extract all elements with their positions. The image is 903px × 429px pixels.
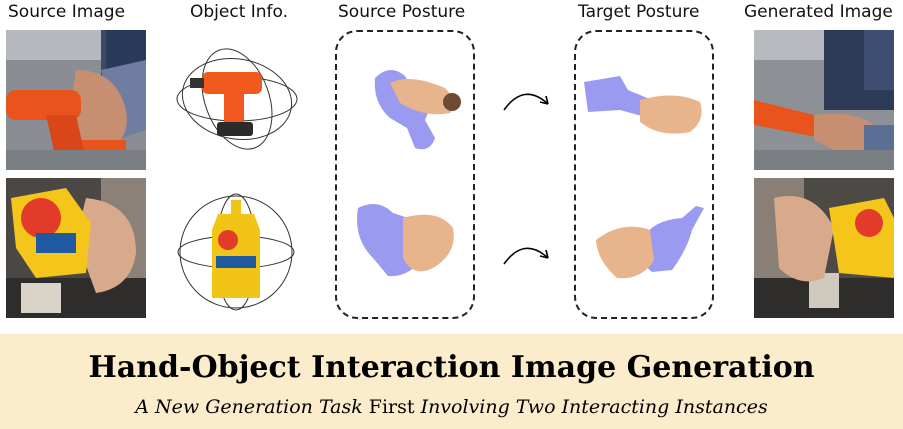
header-object-info: Object Info. — [190, 2, 289, 22]
object-info-drill — [172, 44, 302, 154]
source-image-drill — [6, 30, 146, 170]
source-posture-box — [335, 30, 475, 319]
source-image-mustard — [6, 178, 146, 318]
header-source-image: Source Image — [8, 2, 126, 22]
banner-title: Hand-Object Interaction Image Generation — [88, 350, 815, 385]
generated-image-mustard — [754, 178, 894, 318]
object-info-mustard — [176, 190, 296, 315]
target-posture-mustard-mesh — [592, 200, 712, 290]
subtitle-italic-part-2: Involving Two Interacting Instances — [420, 396, 768, 418]
title-banner: Hand-Object Interaction Image Generation… — [0, 334, 903, 429]
banner-subtitle: A New Generation Task First Involving Tw… — [0, 396, 903, 418]
header-generated-image: Generated Image — [744, 2, 893, 22]
header-target-posture: Target Posture — [578, 2, 700, 22]
header-source-posture: Source Posture — [338, 2, 466, 22]
target-posture-box — [574, 30, 714, 319]
curved-arrow-icon — [500, 84, 556, 114]
source-posture-drill-mesh — [355, 58, 465, 158]
generated-image-drill — [754, 30, 894, 170]
subtitle-plain-part: First — [362, 396, 421, 418]
curved-arrow-icon — [500, 238, 556, 268]
source-posture-mustard-mesh — [348, 198, 460, 288]
target-posture-drill-mesh — [580, 70, 710, 150]
subtitle-italic-part-1: A New Generation Task — [135, 396, 363, 418]
